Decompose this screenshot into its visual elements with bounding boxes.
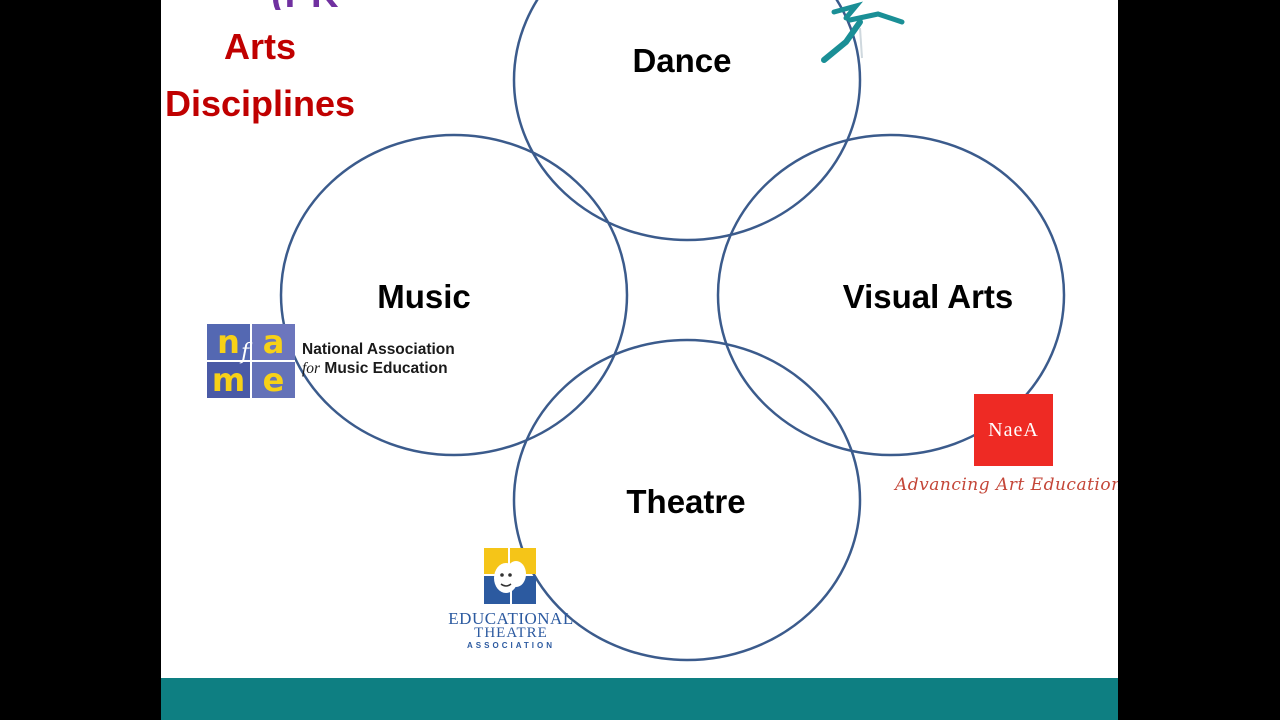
music-label: Music (377, 278, 471, 315)
naea-badge: NaeA (974, 394, 1053, 466)
eta-name-line3: ASSOCIATION (467, 641, 555, 650)
nafme-logo: n a m e (207, 324, 295, 398)
theatre-circle (512, 338, 862, 662)
nafme-letter-e: e (252, 362, 295, 398)
nafme-letter-f: f (241, 340, 250, 365)
nafme-name-line2: for Music Education (302, 359, 482, 378)
eta-name-line1: EDUCATIONAL (448, 609, 574, 628)
theatre-label: Theatre (626, 483, 745, 520)
nafme-name-line1: National Association (302, 341, 455, 358)
nafme-name: National Association for Music Education (302, 340, 482, 378)
eta-name-line2: THEATRE (474, 625, 548, 641)
nafme-letter-m: m (207, 362, 250, 398)
nafme-letter-n: n (207, 324, 250, 360)
visual-arts-circle (716, 133, 1066, 457)
dance-label: Dance (632, 42, 731, 79)
title-partial-top: (PK-8) (271, 0, 371, 10)
music-circle (279, 133, 629, 457)
visual-arts-label: Visual Arts (843, 278, 1014, 315)
slide-title: Arts Disciplines (164, 26, 356, 124)
nafme-name-music-education: Music Education (324, 360, 448, 377)
venn-diagram: Dance Music Visual Arts Theatre (279, 0, 1066, 662)
dance-circle (512, 0, 862, 242)
nafme-name-for: for (302, 360, 321, 377)
dance-logo (821, 1, 905, 63)
slide: (PK-8) Arts Disciplines Dance Music Visu… (161, 0, 1118, 720)
eta-masks-icon (484, 548, 536, 604)
footer-bar (161, 678, 1118, 720)
nafme-letter-a: a (252, 324, 295, 360)
naea-tagline: Advancing Art Education (895, 475, 1118, 495)
